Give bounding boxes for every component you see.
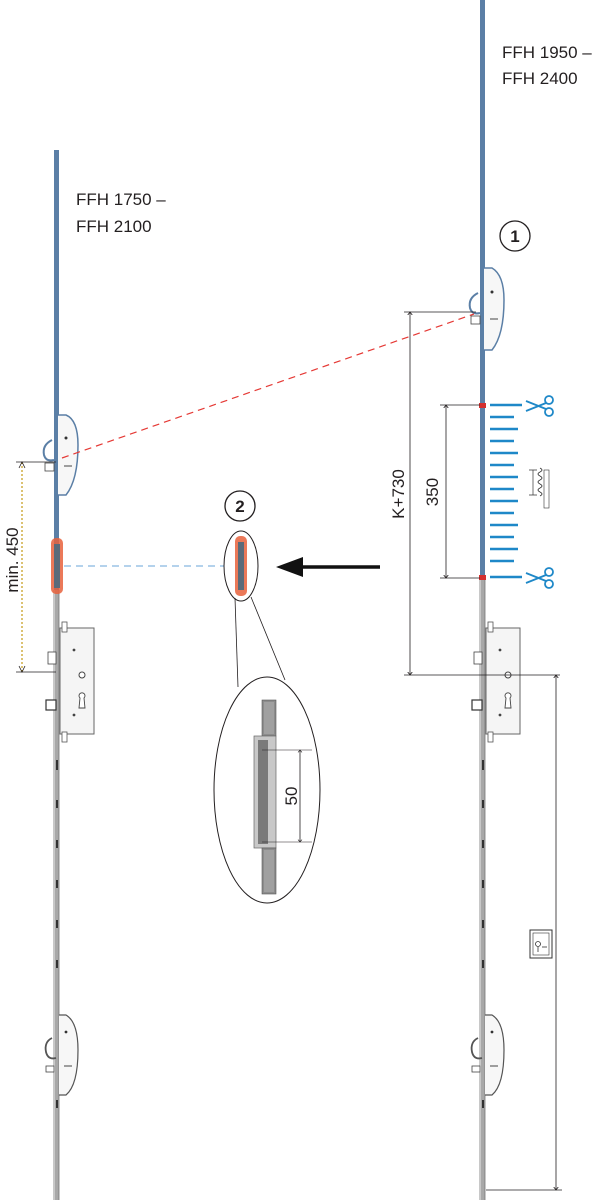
left-lock-assembly: [16, 150, 95, 1200]
step-2-marker: 2: [224, 490, 256, 522]
left-upper-hook: [42, 414, 79, 496]
right-main-lock-case: [471, 621, 521, 743]
table-reference-icon: [529, 929, 553, 959]
range-left-line2: FFH 2100: [76, 217, 152, 236]
dim-350-label: 350: [423, 478, 442, 506]
right-upper-hook: [468, 267, 505, 351]
enlarged-detail: [213, 676, 321, 904]
right-cut-mark-bottom: [479, 575, 486, 580]
left-rail-lower: [55, 590, 59, 1200]
arrow-left-icon: [276, 557, 380, 577]
spring-detail-icon: [529, 467, 550, 509]
right-rail-lower: [481, 580, 485, 1200]
range-right-line1: FFH 1950 –: [502, 43, 592, 62]
right-lower-hook: [470, 1014, 505, 1096]
step-2-number: 2: [235, 497, 244, 516]
dim-min-450: [16, 461, 56, 673]
step-1-number: 1: [510, 227, 519, 246]
detail-leader-right: [250, 596, 286, 681]
left-rail-slots: [56, 760, 58, 1108]
step-1-marker: 1: [499, 220, 531, 252]
left-highlight-element: [51, 538, 63, 594]
range-left-line1: FFH 1750 –: [76, 190, 166, 209]
dim-k-730: [404, 312, 560, 675]
detail-leader-left: [234, 597, 239, 688]
connector-red-dashed: [61, 313, 475, 459]
dim-lower-span: [486, 675, 562, 1190]
left-lower-hook: [44, 1014, 79, 1096]
dim-50-label: 50: [282, 787, 301, 806]
dim-k-label: K+730: [389, 469, 408, 519]
range-right-line2: FFH 2400: [502, 69, 578, 88]
scissors-icon: [525, 567, 554, 589]
right-cut-mark-top: [479, 403, 486, 408]
left-main-lock-case: [45, 621, 95, 743]
right-rail-upper: [480, 0, 485, 580]
step-2-element: [223, 530, 259, 602]
right-cut-scale: [490, 403, 522, 579]
left-rail-upper: [54, 150, 59, 590]
dim-350: [440, 405, 480, 578]
scissors-icon: [525, 395, 554, 417]
right-rail-slots: [482, 760, 484, 1108]
dim-min-label: min. 450: [3, 527, 22, 592]
right-lock-assembly: [404, 0, 562, 1200]
